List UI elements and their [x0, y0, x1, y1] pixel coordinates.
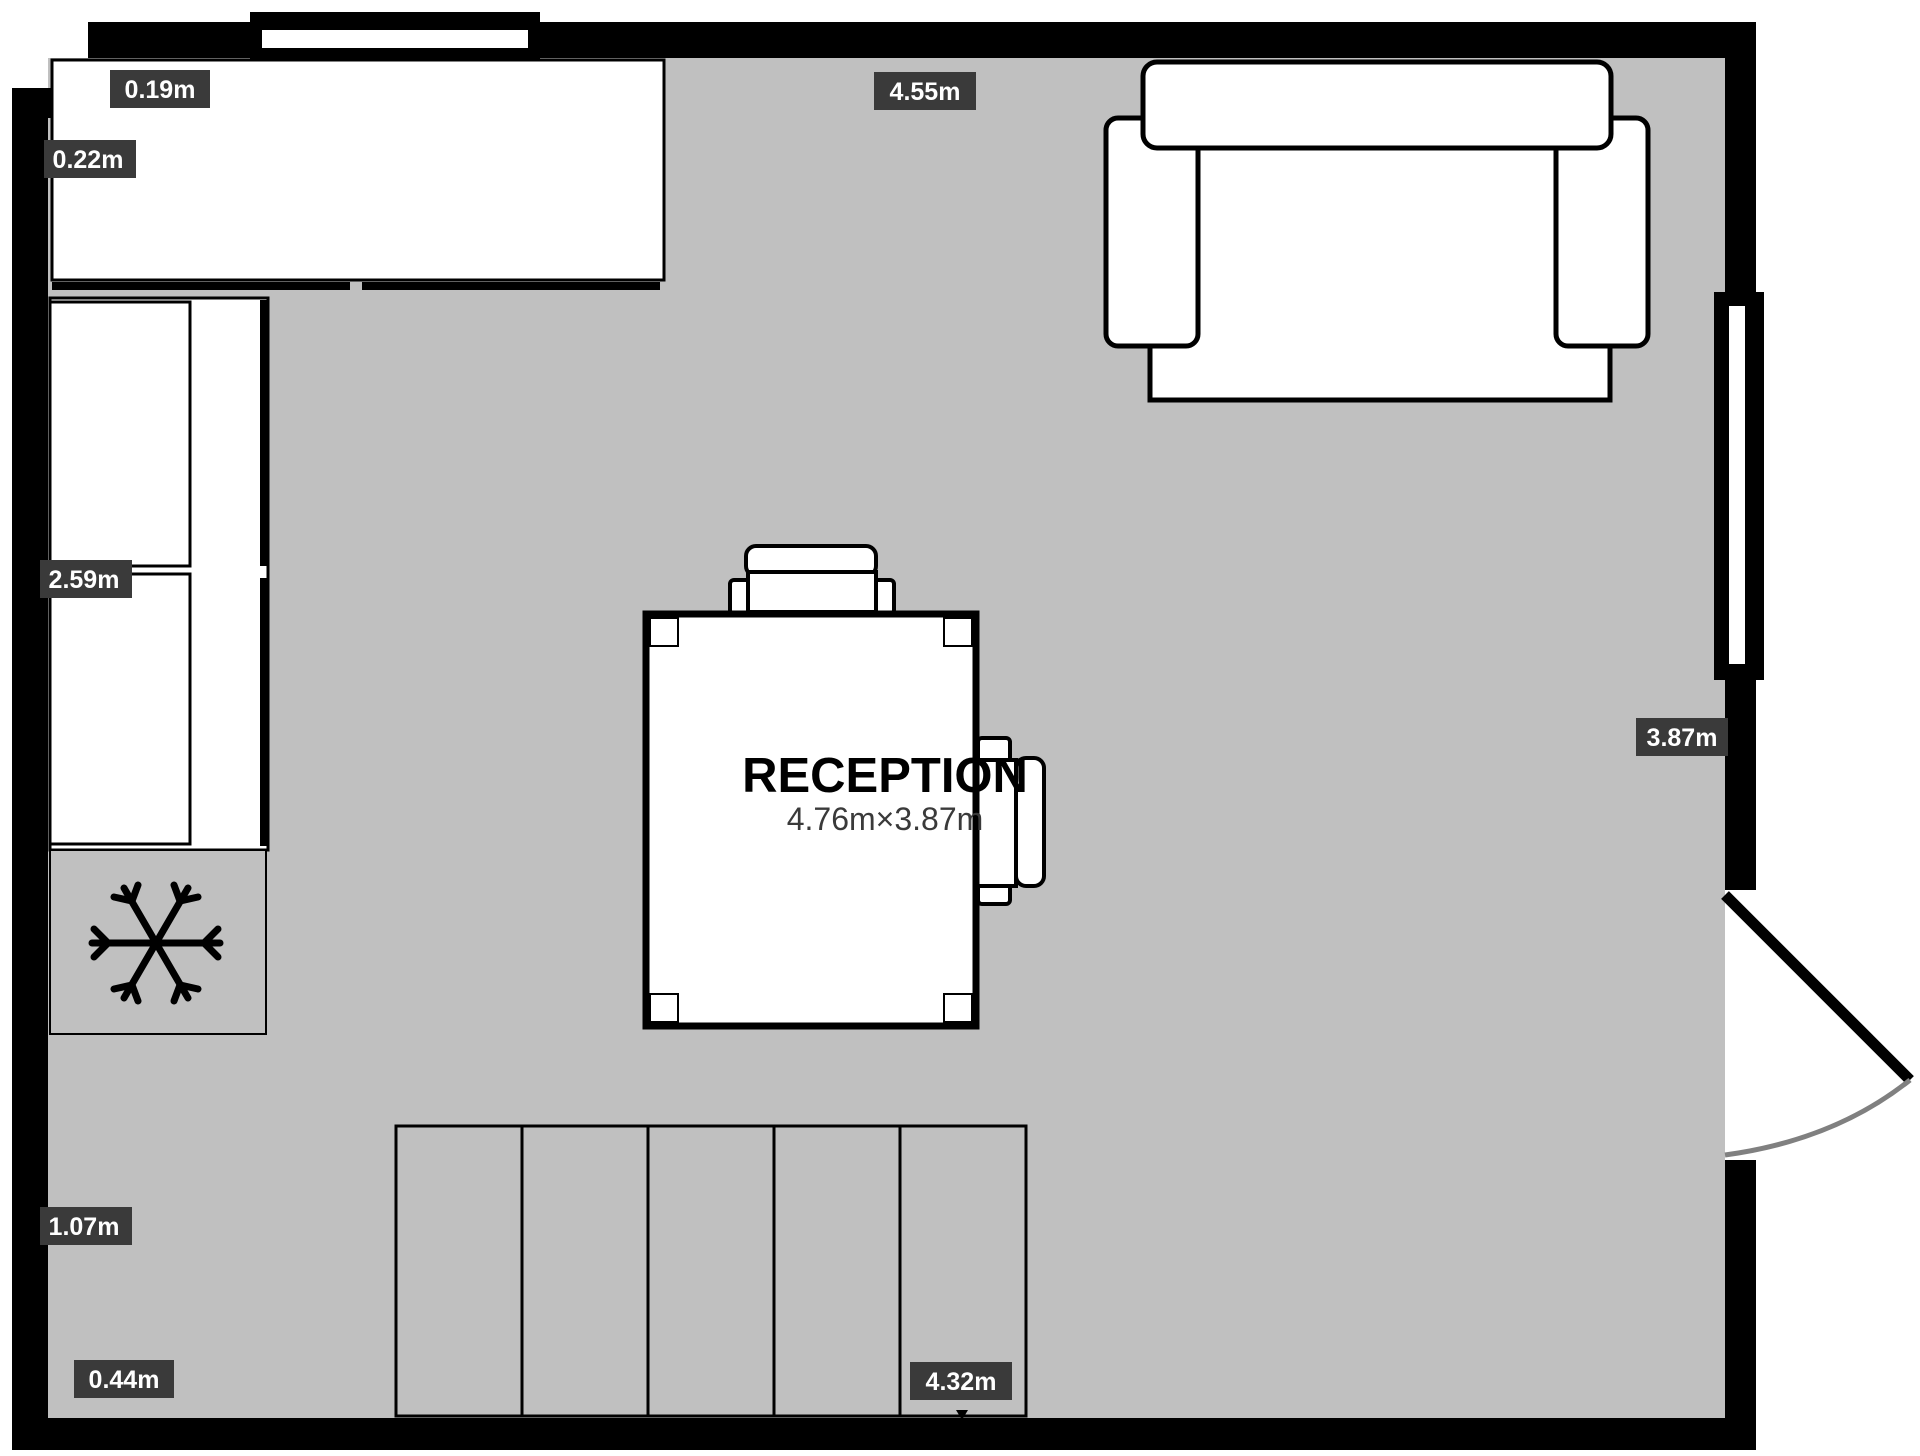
snowflake-icon	[88, 881, 224, 1005]
dim-label-left-upper: 2.59m	[40, 560, 132, 598]
desk	[642, 544, 1046, 1030]
svg-text:0.22m: 0.22m	[53, 146, 124, 174]
dim-label-top-left-wall: 0.22m	[44, 140, 136, 178]
appliance-box	[49, 849, 267, 1035]
svg-text:0.19m: 0.19m	[125, 76, 196, 104]
svg-text:3.87m: 3.87m	[1647, 724, 1718, 752]
svg-text:0.44m: 0.44m	[89, 1366, 160, 1394]
dim-label-top-left-window: 0.19m	[110, 70, 210, 108]
wall-bottom	[12, 1418, 1756, 1450]
arrow-bottom-icon	[956, 1410, 968, 1420]
dim-label-left-lower: 1.07m	[40, 1207, 132, 1245]
sofa	[1103, 59, 1651, 403]
room-name: RECEPTION	[742, 749, 1028, 803]
dim-label-bottom: 4.32m	[910, 1362, 1012, 1400]
wall-right-lower	[1725, 1160, 1756, 1450]
dim-label-top: 4.55m	[874, 72, 976, 110]
svg-text:4.55m: 4.55m	[890, 78, 961, 106]
dim-label-right: 3.87m	[1636, 718, 1728, 756]
svg-text:4.32m: 4.32m	[926, 1368, 997, 1396]
svg-text:1.07m: 1.07m	[49, 1213, 120, 1241]
window-top	[250, 12, 540, 64]
room-size: 4.76m×3.87m	[787, 801, 984, 837]
door-right	[1721, 890, 1914, 1160]
arrow-top-icon	[918, 50, 930, 58]
svg-text:2.59m: 2.59m	[49, 566, 120, 594]
wall-left	[12, 88, 48, 1450]
window-right	[1714, 292, 1764, 680]
dim-label-bottom-left: 0.44m	[74, 1360, 174, 1398]
